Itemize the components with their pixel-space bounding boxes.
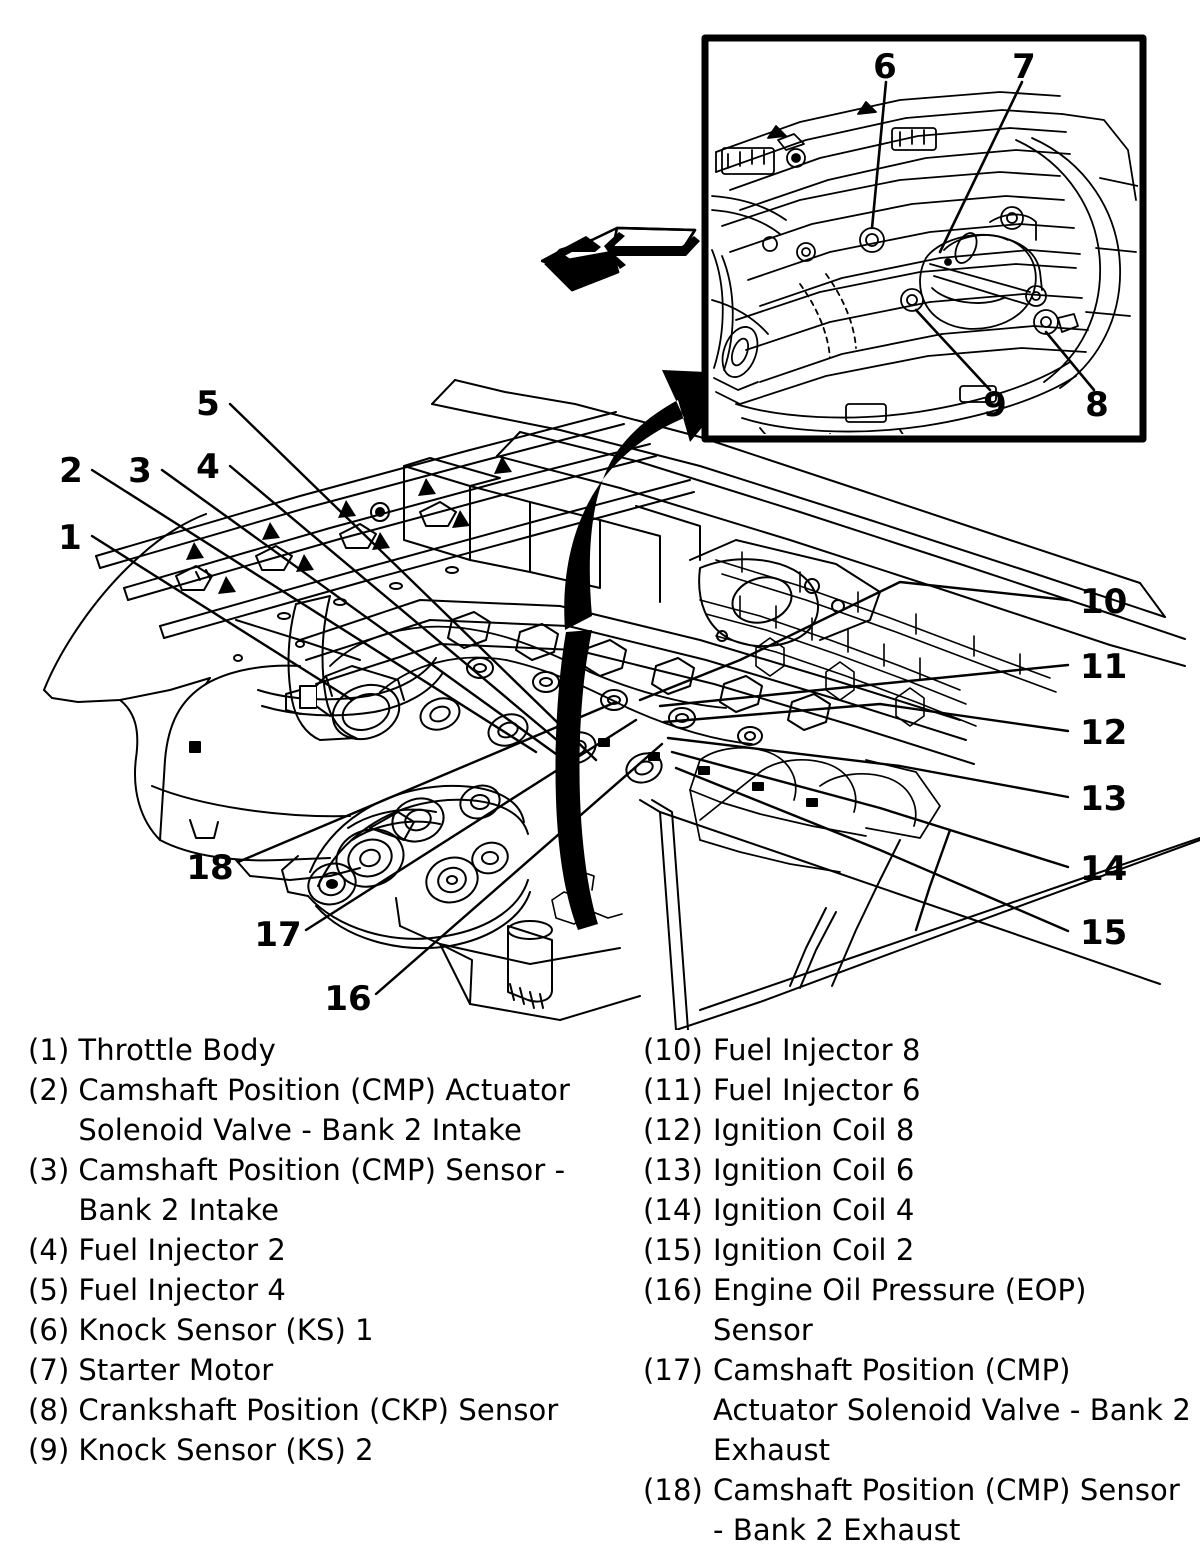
callout-14: 14 — [1080, 849, 1127, 889]
callout-13: 13 — [1080, 779, 1127, 819]
legend-item-number: (1) — [28, 1033, 70, 1067]
legend-item-label: Camshaft Position (CMP) Sensor - Bank 2 … — [78, 1153, 566, 1227]
legend-item: (15) Ignition Coil 2 — [643, 1230, 1193, 1270]
callout-3: 3 — [128, 451, 152, 491]
legend-item-label: Ignition Coil 2 — [712, 1233, 915, 1267]
leader-lines-right — [638, 580, 1070, 933]
legend-item-label: Fuel Injector 4 — [78, 1273, 286, 1307]
legend-item: (9) Knock Sensor (KS) 2 — [28, 1430, 618, 1470]
legend-item-label: Fuel Injector 6 — [712, 1073, 921, 1107]
leader-lines-bottom — [236, 700, 664, 996]
legend-item-label: Ignition Coil 4 — [712, 1193, 915, 1227]
legend-item: (7) Starter Motor — [28, 1350, 618, 1390]
legend-item-label: Knock Sensor (KS) 2 — [78, 1433, 374, 1467]
legend-item: (16) Engine Oil Pressure (EOP) Sensor — [643, 1270, 1193, 1350]
legend-item-number: (2) — [28, 1073, 70, 1107]
legend-item-number: (6) — [28, 1313, 70, 1347]
diagram-page: 6 7 9 8 1 2 3 4 5 10 11 12 13 14 15 18 1… — [0, 34, 1200, 1547]
legend-item: (11) Fuel Injector 6 — [643, 1070, 1193, 1110]
legend-item: (2) Camshaft Position (CMP) Actuator Sol… — [28, 1070, 618, 1150]
legend-item: (1) Throttle Body — [28, 1030, 618, 1070]
legend-item-number: (11) — [643, 1073, 703, 1107]
legend-item: (6) Knock Sensor (KS) 1 — [28, 1310, 618, 1350]
legend-item-label: Camshaft Position (CMP) Actuator Solenoi… — [712, 1353, 1191, 1467]
legend-item: (8) Crankshaft Position (CKP) Sensor — [28, 1390, 618, 1430]
legend-item-number: (8) — [28, 1393, 70, 1427]
legend-item-number: (13) — [643, 1153, 703, 1187]
callout-12: 12 — [1080, 713, 1127, 753]
accessory-drive — [307, 784, 531, 950]
callout-17: 17 — [254, 915, 301, 955]
legend-item-label: Throttle Body — [78, 1033, 276, 1067]
legend-column-left: (1) Throttle Body (2) Camshaft Position … — [28, 1030, 618, 1470]
legend-item-number: (15) — [643, 1233, 703, 1267]
legend-column-right: (10) Fuel Injector 8 (11) Fuel Injector … — [643, 1030, 1193, 1550]
inset-detail-panel — [701, 34, 1147, 443]
legend-item-number: (16) — [643, 1273, 703, 1307]
legend-item-number: (12) — [643, 1113, 703, 1147]
callout-7: 7 — [1012, 47, 1036, 87]
legend-item-label: Engine Oil Pressure (EOP) Sensor — [712, 1273, 1087, 1347]
legend-item-label: Camshaft Position (CMP) Actuator Solenoi… — [78, 1073, 570, 1147]
callout-11: 11 — [1080, 647, 1127, 687]
legend-item-label: Ignition Coil 6 — [712, 1153, 915, 1187]
oil-filter — [507, 920, 553, 1009]
legend-item-number: (14) — [643, 1193, 703, 1227]
inset-leader-lines — [870, 80, 1096, 392]
leader-lines-left — [90, 402, 598, 762]
legend-item-label: Fuel Injector 8 — [712, 1033, 921, 1067]
legend-item: (18) Camshaft Position (CMP) Sensor - Ba… — [643, 1470, 1193, 1550]
callout-2: 2 — [59, 451, 83, 491]
callout-8: 8 — [1085, 385, 1109, 425]
legend-item-number: (18) — [643, 1473, 703, 1507]
callout-1: 1 — [58, 518, 82, 558]
callout-15: 15 — [1080, 913, 1127, 953]
callout-18: 18 — [186, 848, 233, 888]
component-legend: (1) Throttle Body (2) Camshaft Position … — [0, 1030, 1200, 1547]
callout-5: 5 — [196, 384, 220, 424]
legend-item-number: (7) — [28, 1353, 70, 1387]
starter-motor — [919, 206, 1043, 330]
legend-item-label: Ignition Coil 8 — [712, 1113, 915, 1147]
throttle-body-detail — [285, 665, 405, 741]
legend-item: (4) Fuel Injector 2 — [28, 1230, 618, 1270]
legend-item-label: Starter Motor — [78, 1353, 274, 1387]
legend-item: (17) Camshaft Position (CMP) Actuator So… — [643, 1350, 1193, 1470]
legend-item-number: (17) — [643, 1353, 703, 1387]
legend-item: (14) Ignition Coil 4 — [643, 1190, 1193, 1230]
legend-item: (3) Camshaft Position (CMP) Sensor - Ban… — [28, 1150, 618, 1230]
engine-component-illustration: 6 7 9 8 1 2 3 4 5 10 11 12 13 14 15 18 1… — [43, 34, 1200, 1030]
legend-item-label: Knock Sensor (KS) 1 — [78, 1313, 374, 1347]
legend-item-label: Crankshaft Position (CKP) Sensor — [78, 1393, 559, 1427]
legend-item: (13) Ignition Coil 6 — [643, 1150, 1193, 1190]
callout-4: 4 — [196, 447, 220, 487]
legend-item: (5) Fuel Injector 4 — [28, 1270, 618, 1310]
legend-item-number: (9) — [28, 1433, 70, 1467]
legend-item-label: Camshaft Position (CMP) Sensor - Bank 2 … — [712, 1473, 1180, 1547]
callout-10: 10 — [1080, 582, 1127, 622]
legend-item-number: (5) — [28, 1273, 70, 1307]
legend-item-label: Fuel Injector 2 — [78, 1233, 286, 1267]
legend-item-number: (3) — [28, 1153, 70, 1187]
main-view-artwork — [43, 379, 1200, 1030]
small-3d-arrow-outline — [544, 226, 697, 292]
callout-9: 9 — [983, 385, 1007, 425]
legend-item: (10) Fuel Injector 8 — [643, 1030, 1193, 1070]
legend-item-number: (4) — [28, 1233, 70, 1267]
callout-16: 16 — [324, 979, 371, 1019]
legend-item: (12) Ignition Coil 8 — [643, 1110, 1193, 1150]
legend-item-number: (10) — [643, 1033, 703, 1067]
callout-6: 6 — [873, 47, 897, 87]
